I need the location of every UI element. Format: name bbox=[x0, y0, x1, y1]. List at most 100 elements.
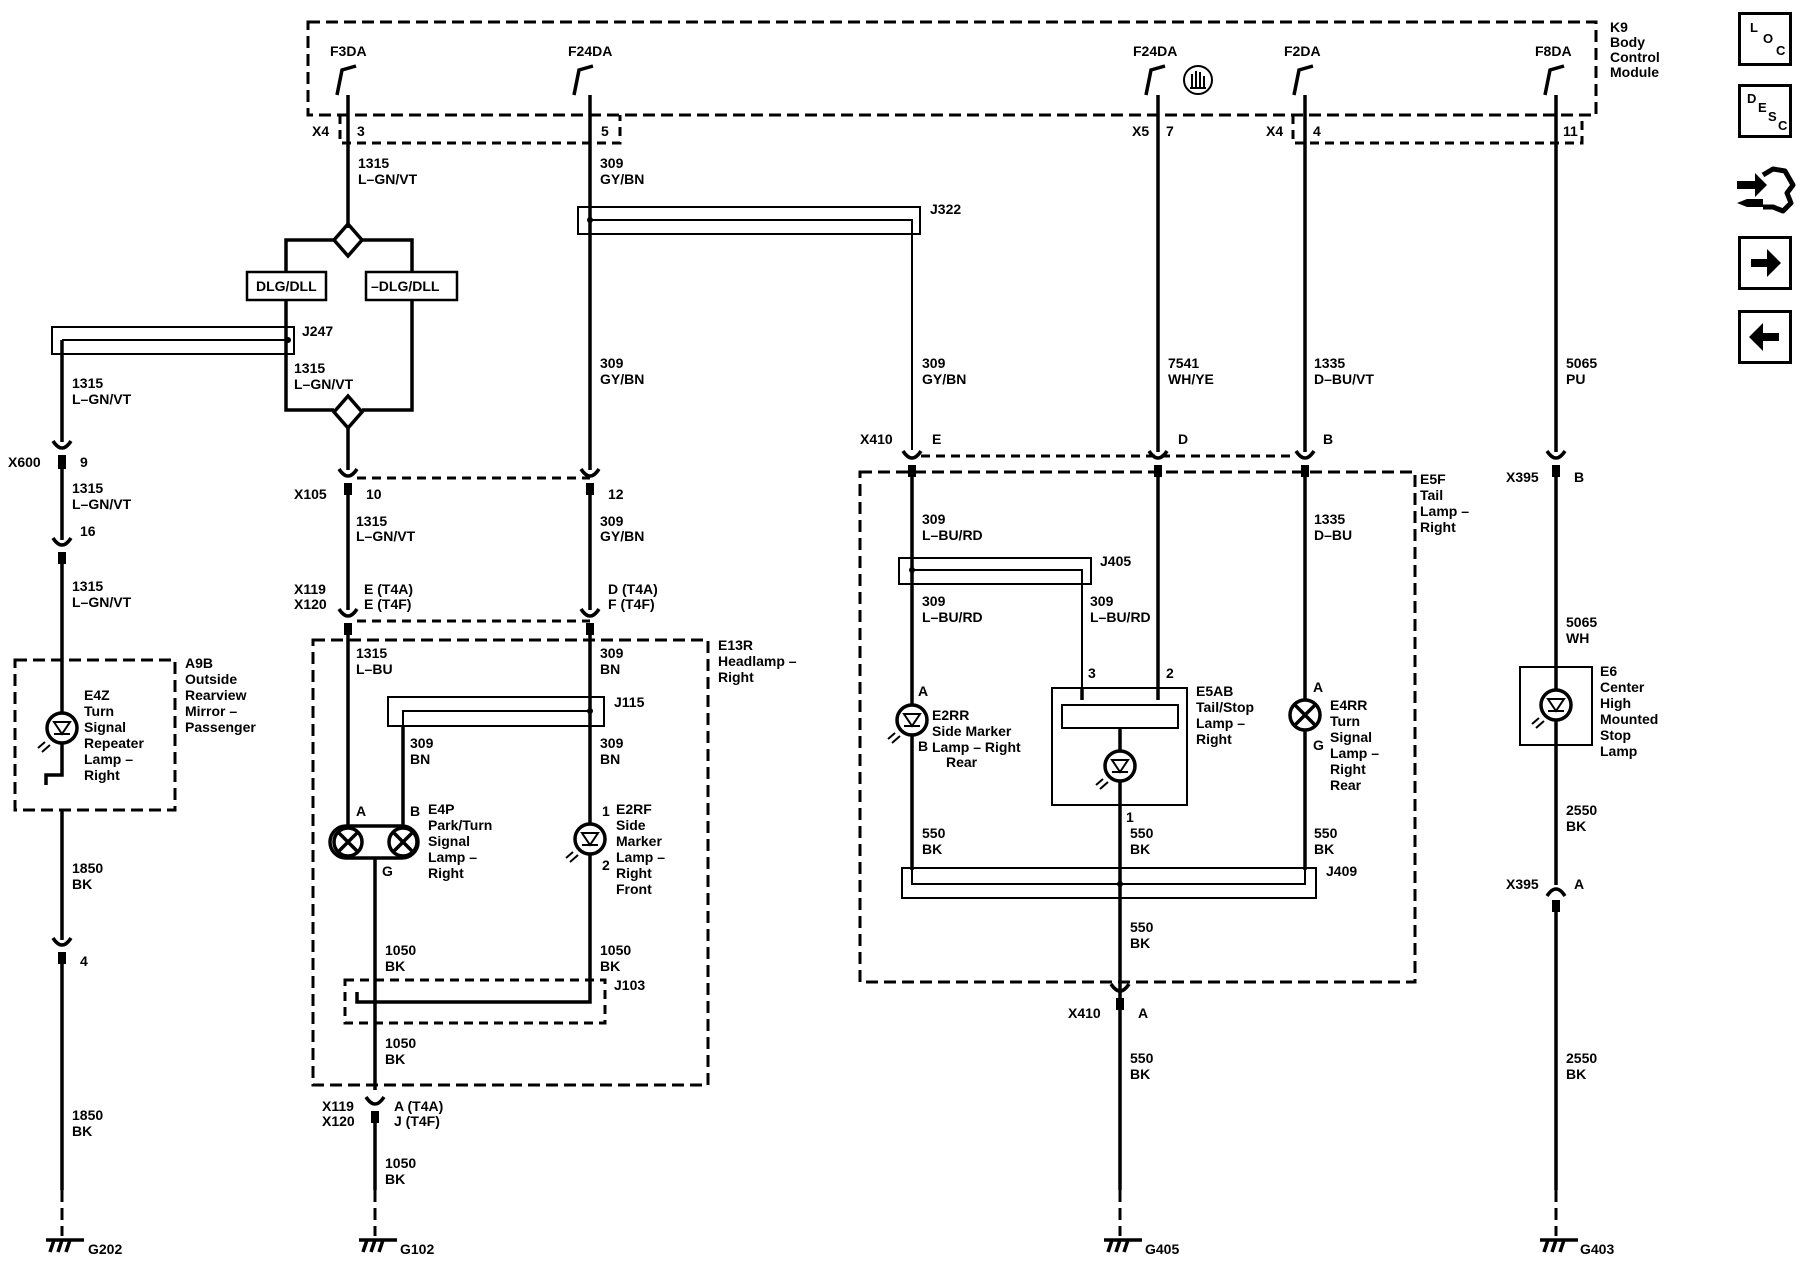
wires-bn-label: BN bbox=[410, 751, 430, 767]
tail-lamp-feeds: 309 GY/BN 7541 WH/YE 1335 D–BU/VT X410 E… bbox=[860, 95, 1374, 477]
wires-w309-label: 309 bbox=[410, 735, 434, 751]
module-desc3-label: Module bbox=[1610, 64, 1659, 80]
wires-gybn-label: GY/BN bbox=[922, 371, 966, 387]
components-e5ab-p1-label: 1 bbox=[1126, 809, 1134, 825]
wires-w550-label: 550 bbox=[1130, 919, 1154, 935]
options-dlg-label: DLG/DLL bbox=[256, 278, 317, 294]
wires-w1850-label: 1850 bbox=[72, 1107, 103, 1123]
ground-path-g405: 550 BK X410 A 550 BK G405 bbox=[1068, 919, 1179, 1257]
components-e4p-l4-label: Right bbox=[428, 865, 464, 881]
wires-w1315-label: 1315 bbox=[72, 375, 103, 391]
splices-j409-label: J409 bbox=[1326, 863, 1357, 879]
previous-page-arrow-icon bbox=[1749, 323, 1779, 351]
wires-bk-label: BK bbox=[1130, 1066, 1150, 1082]
previous-page-button[interactable] bbox=[1738, 310, 1792, 364]
circuit-309: 309 GY/BN J322 309 GY/BN 12 309 GY/BN D … bbox=[577, 95, 961, 700]
wires-w1050-label: 1050 bbox=[385, 1155, 416, 1171]
connectors-x410-label: X410 bbox=[860, 431, 893, 447]
components-e2rf-l5-label: Front bbox=[616, 881, 652, 897]
e4rr-turn-signal-lamp-icon bbox=[1288, 698, 1322, 732]
connector-end-view-icon bbox=[1737, 166, 1796, 214]
components-a9b-l4-label: Passenger bbox=[185, 719, 256, 735]
pins-pb-label: B bbox=[1323, 431, 1333, 447]
components-e4rr-l4-label: Right bbox=[1330, 761, 1366, 777]
components-e2rf-l2-label: Marker bbox=[616, 833, 662, 849]
wires-w309-label: 309 bbox=[600, 735, 624, 751]
components-e6-id-label: E6 bbox=[1600, 663, 1617, 679]
components-e2rr-pa-label: A bbox=[918, 683, 928, 699]
splices-j322-label: J322 bbox=[930, 201, 961, 217]
components-e4z-l1-label: Turn bbox=[84, 703, 114, 719]
components-e13r-l1-label: Headlamp – bbox=[718, 653, 797, 669]
components-e13r-id-label: E13R bbox=[718, 637, 753, 653]
grounds-g102-label: G102 bbox=[400, 1241, 434, 1257]
components-e6-l5-label: Lamp bbox=[1600, 743, 1637, 759]
components-e4rr-pg-label: G bbox=[1313, 737, 1324, 753]
connectors-x395-label: X395 bbox=[1506, 469, 1539, 485]
components-e4z-l4-label: Lamp – bbox=[84, 751, 133, 767]
pins-x395a-label: A bbox=[1574, 876, 1584, 892]
connectors-x395-label: X395 bbox=[1506, 876, 1539, 892]
wires-bk-label: BK bbox=[1566, 1066, 1586, 1082]
description-button[interactable]: D E S C bbox=[1738, 84, 1792, 138]
pins-pe-t4a-label: E (T4A) bbox=[364, 581, 413, 597]
components-e13r-l2-label: Right bbox=[718, 669, 754, 685]
components-e4p-l3-label: Lamp – bbox=[428, 849, 477, 865]
components-a9b-l2-label: Rearview bbox=[185, 687, 247, 703]
e6-chmsl-lamp-icon bbox=[1531, 688, 1573, 729]
output-f8da: F8DA bbox=[1535, 43, 1572, 59]
components-a9b-l3-label: Mirror – bbox=[185, 703, 237, 719]
e4p-park-turn-lamp-icon bbox=[328, 790, 420, 860]
components-e6-l1-label: Center bbox=[1600, 679, 1645, 695]
desc-letter-d: D bbox=[1747, 91, 1757, 106]
components-e4rr-l2-label: Signal bbox=[1330, 729, 1372, 745]
pins-p4-label: 4 bbox=[1313, 123, 1321, 139]
options-ndlg-label: –DLG/DLL bbox=[371, 278, 440, 294]
output-f2da: F2DA bbox=[1284, 43, 1321, 59]
circuit-1315: DLG/DLL –DLG/DLL 1315 L–GN/VT 1315 L–GN/… bbox=[8, 95, 459, 660]
components-e6-l4-label: Stop bbox=[1600, 727, 1631, 743]
wires-gybn-label: GY/BN bbox=[600, 171, 644, 187]
wires-gybn-label: GY/BN bbox=[600, 528, 644, 544]
wires-w1315-label: 1315 bbox=[356, 513, 387, 529]
circuit-1315-headlamp: X105 10 1315 L–GN/VT X119 X120 E (T4A) E… bbox=[294, 428, 590, 790]
wires-w1050-label: 1050 bbox=[385, 1035, 416, 1051]
wires-w5065-label: 5065 bbox=[1566, 355, 1597, 371]
wires-w1050-label: 1050 bbox=[600, 942, 631, 958]
wires-w1315-label: 1315 bbox=[358, 155, 389, 171]
wires-whye-label: WH/YE bbox=[1168, 371, 1214, 387]
pins-p12-label: 12 bbox=[608, 486, 624, 502]
wires-w309-label: 309 bbox=[922, 511, 946, 527]
wires-w1050-label: 1050 bbox=[385, 942, 416, 958]
wires-w2550-label: 2550 bbox=[1566, 802, 1597, 818]
components-e4rr-l1-label: Turn bbox=[1330, 713, 1360, 729]
components-a9b-id-label: A9B bbox=[185, 655, 213, 671]
body-control-module-k9: K9 Body Control Module F3DA F24DA F24DA … bbox=[306, 19, 1660, 145]
location-button[interactable]: L O C bbox=[1738, 12, 1792, 66]
components-e2rf-l1-label: Side bbox=[616, 817, 646, 833]
components-e2rf-l3-label: Lamp – bbox=[616, 849, 665, 865]
pins-p4b-label: 4 bbox=[80, 953, 88, 969]
wires-w309-label: 309 bbox=[600, 155, 624, 171]
components-e4z-id-label: E4Z bbox=[84, 687, 110, 703]
wires-bk-label: BK bbox=[385, 1171, 405, 1187]
e4z-turn-signal-lamp-icon bbox=[37, 711, 79, 785]
wires-dbuvt-label: D–BU/VT bbox=[1314, 371, 1374, 387]
pins-p7-label: 7 bbox=[1166, 123, 1174, 139]
pins-pd-t4a-label: D (T4A) bbox=[608, 581, 658, 597]
connector-end-view-button[interactable] bbox=[1733, 163, 1797, 223]
components-e4z-l2-label: Signal bbox=[84, 719, 126, 735]
next-page-button[interactable] bbox=[1738, 236, 1792, 290]
output-f3da: F3DA bbox=[330, 43, 367, 59]
components-e2rr-l1-label: Side Marker bbox=[932, 723, 1012, 739]
wires-lgnvt-label: L–GN/VT bbox=[72, 391, 132, 407]
wires-w309-label: 309 bbox=[1090, 593, 1114, 609]
components-e2rr-l3-label: Rear bbox=[946, 754, 978, 770]
wires-lgnvt-label: L–GN/VT bbox=[356, 528, 416, 544]
wires-bk-label: BK bbox=[1130, 841, 1150, 857]
wires-bn-label: BN bbox=[600, 751, 620, 767]
module-desc1-label: Body bbox=[1610, 34, 1645, 50]
wires-w1315-label: 1315 bbox=[356, 645, 387, 661]
components-e5ab-l2-label: Lamp – bbox=[1196, 715, 1245, 731]
components-e2rf-p1-label: 1 bbox=[602, 803, 610, 819]
